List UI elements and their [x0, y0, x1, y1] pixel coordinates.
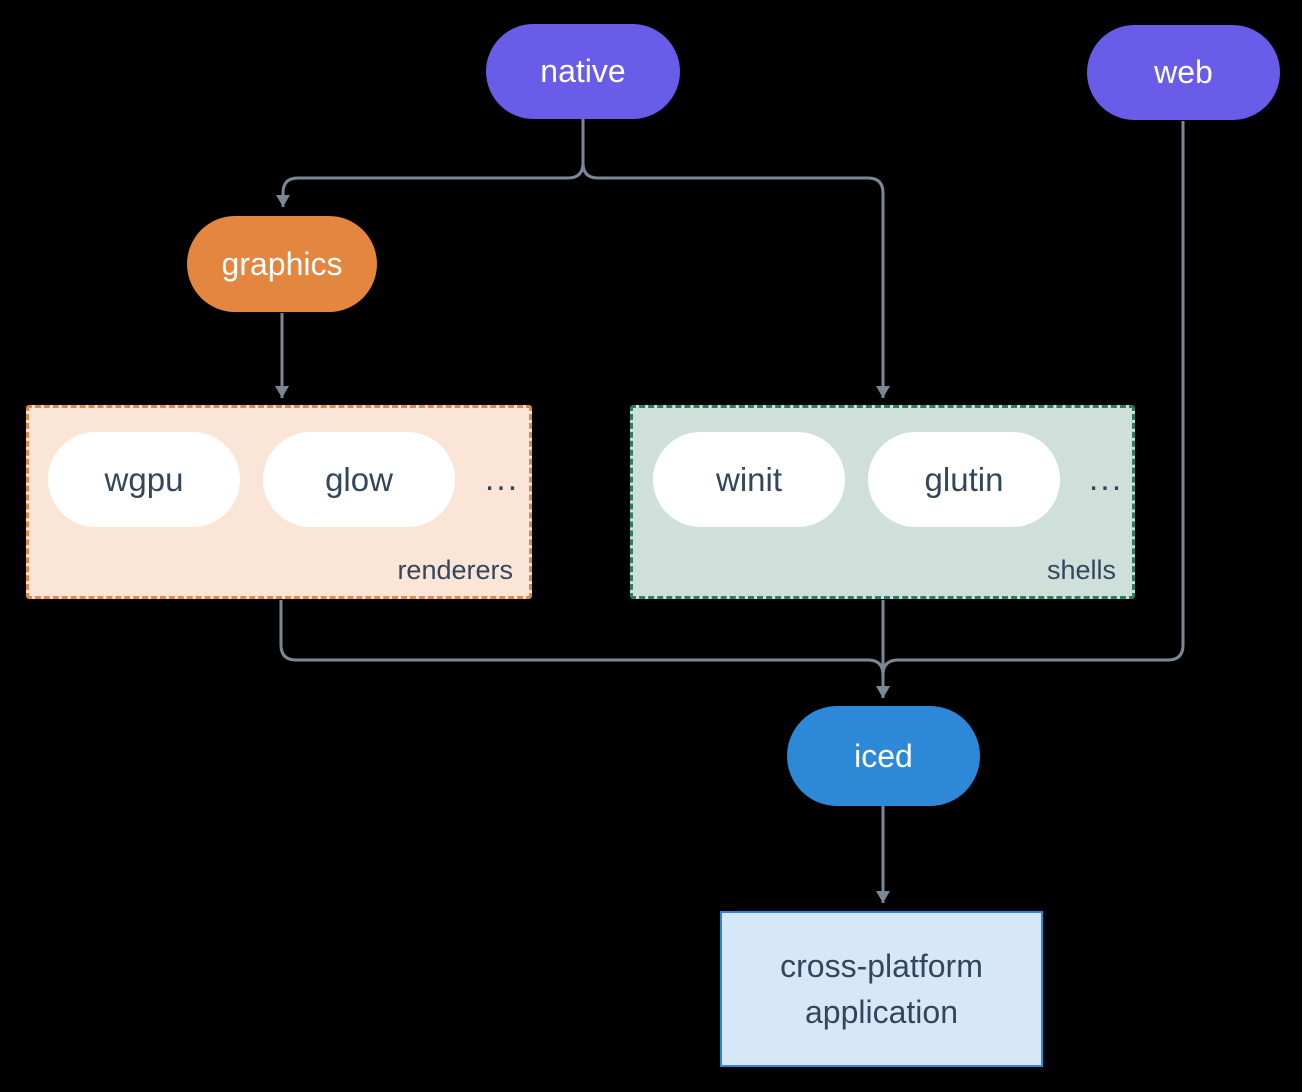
edge-renderers-to-iced [279, 600, 890, 698]
node-winit: winit [653, 432, 845, 527]
node-glow: glow [263, 432, 455, 527]
edge-native-to-graphics [276, 119, 585, 207]
node-iced-label: iced [854, 737, 913, 774]
shells-ellipsis: ... [1088, 460, 1124, 498]
node-graphics: graphics [187, 216, 377, 312]
group-shells: winit glutin ... shells [630, 405, 1135, 599]
renderers-group-label: renderers [397, 555, 513, 585]
renderers-ellipsis: ... [484, 460, 520, 498]
node-native: native [486, 24, 680, 119]
shells-group-label: shells [1046, 555, 1116, 585]
application-label-line2: application [805, 994, 958, 1030]
edge-native-to-shells [581, 150, 890, 398]
node-native-label: native [540, 53, 626, 89]
node-winit-label: winit [715, 460, 783, 498]
node-iced: iced [787, 706, 980, 806]
node-cross-platform-application: cross-platform application [720, 911, 1043, 1067]
application-label-line1: cross-platform [780, 948, 983, 984]
group-renderers: wgpu glow ... renderers [26, 405, 532, 599]
node-web: web [1087, 25, 1280, 120]
node-wgpu-label: wgpu [104, 460, 184, 498]
node-wgpu: wgpu [48, 432, 240, 527]
node-web-label: web [1154, 54, 1213, 90]
node-graphics-label: graphics [221, 245, 343, 282]
node-glow-label: glow [325, 460, 393, 498]
node-glutin: glutin [868, 432, 1060, 527]
node-glutin-label: glutin [924, 460, 1004, 498]
